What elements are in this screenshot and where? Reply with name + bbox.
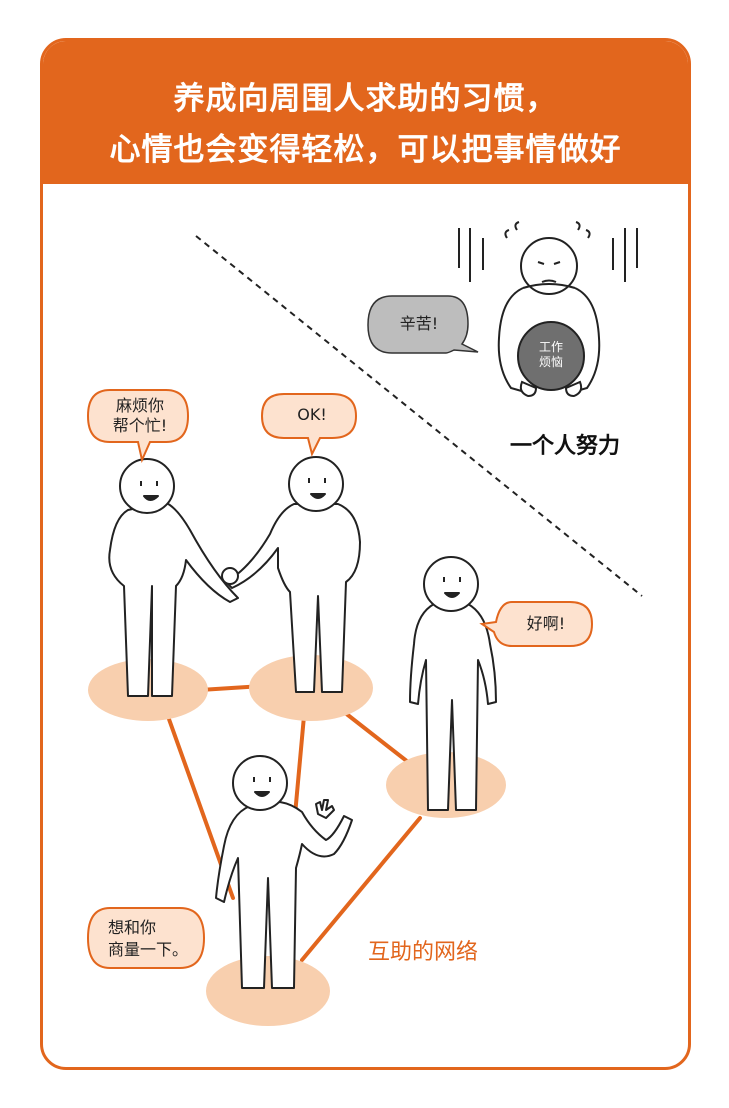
burden-label-1: 工作 — [538, 340, 563, 354]
figure-left-handshake — [108, 458, 239, 697]
bubble-bottom — [86, 907, 206, 969]
bubble-left — [86, 389, 190, 464]
figure-bottom-waving — [215, 755, 353, 989]
solo-figure — [458, 221, 638, 393]
figure-right-standing — [409, 556, 497, 811]
solo-bubble-text: 辛苦! — [399, 314, 439, 333]
network-bubbles — [86, 389, 594, 969]
burden-rock-hands — [519, 380, 583, 398]
burden-rock — [517, 321, 585, 391]
bubble-left-line2: 帮个忙! — [112, 416, 168, 435]
title-line-1: 养成向周围人求助的习惯， — [173, 81, 558, 117]
bubble-bottom-line2: 商量一下。 — [108, 940, 189, 959]
figure-right-handshake — [221, 456, 361, 693]
burden-label-2: 烦恼 — [538, 355, 563, 369]
bubble-right-text: 好啊! — [526, 614, 566, 633]
bubble-ok-text: OK! — [297, 405, 327, 424]
solo-speech-bubble — [367, 295, 479, 354]
title-line-2: 心情也会变得轻松，可以把事情做好 — [109, 132, 622, 168]
bubble-bottom-line1: 想和你 — [108, 918, 157, 937]
network-caption: 互助的网络 — [368, 940, 479, 965]
divider-dashed-line — [195, 235, 643, 597]
bubble-left-line1: 麻烦你 — [115, 396, 164, 415]
solo-caption: 一个人努力 — [510, 434, 621, 459]
bubble-right — [479, 601, 594, 647]
title-banner: 养成向周围人求助的习惯， 心情也会变得轻松，可以把事情做好 — [43, 41, 688, 184]
bubble-ok — [260, 393, 358, 457]
